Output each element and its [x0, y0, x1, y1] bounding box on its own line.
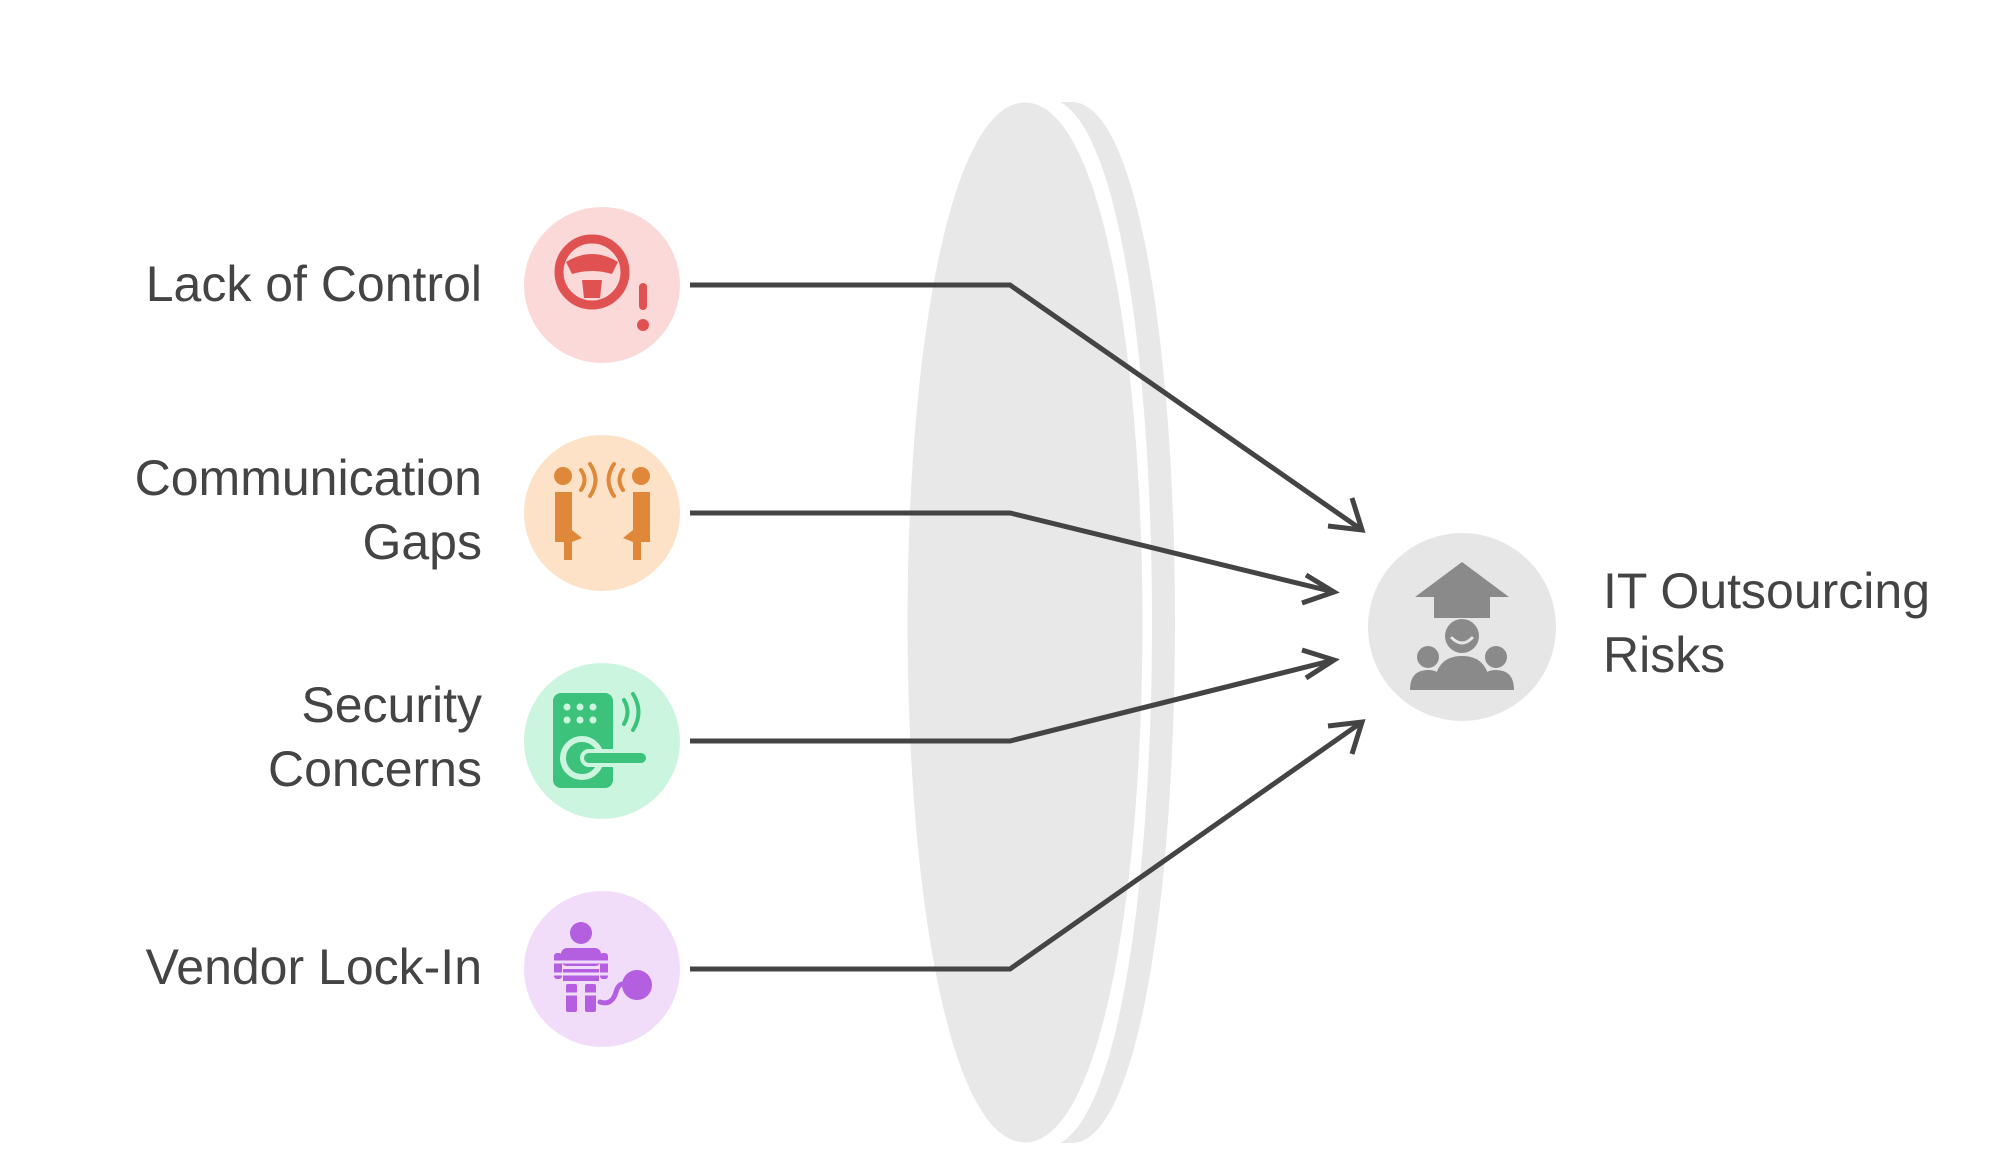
steering-wheel-alert-icon [554, 234, 649, 331]
label-communication-gaps-line-2: Gaps [362, 514, 482, 570]
label-vendor-lock-in: Vendor Lock-In [146, 935, 482, 999]
input-node-communication-gaps [520, 431, 684, 595]
lens-back [1044, 98, 1179, 1147]
label-it-outsourcing-risks-line-2: Risks [1603, 627, 1726, 683]
label-it-outsourcing-risks-line-1: IT Outsourcing [1603, 563, 1931, 619]
label-lack-of-control: Lack of Control [146, 252, 482, 316]
input-node-security-concerns [520, 659, 684, 823]
connector-security-concerns [690, 657, 1335, 744]
label-security-concerns-line-1: Security [301, 677, 482, 733]
arrowhead-vendor-lock-in [1327, 719, 1366, 755]
arrowhead-security-concerns [1301, 647, 1340, 681]
input-node-vendor-lock-in [520, 887, 684, 1051]
label-security-concerns-line-2: Concerns [268, 741, 482, 797]
team-under-house-icon [1410, 562, 1514, 690]
arrowhead-lack-of-control [1327, 497, 1366, 533]
input-node-lack-of-control [520, 203, 684, 367]
label-lack-of-control-line-1: Lack of Control [145, 256, 482, 312]
chained-person-icon [553, 922, 652, 1012]
label-security-concerns: Security Concerns [268, 673, 482, 801]
connector-vendor-lock-in [690, 719, 1364, 972]
smart-lock-icon [553, 692, 650, 788]
label-it-outsourcing-risks: IT Outsourcing Risks [1603, 559, 1930, 687]
label-communication-gaps: Communication Gaps [135, 446, 482, 574]
communication-gaps-circle [520, 431, 684, 595]
connector-communication-gaps [690, 510, 1335, 595]
lack-of-control-circle [520, 203, 684, 367]
label-vendor-lock-in-line-1: Vendor Lock-In [145, 939, 482, 995]
label-communication-gaps-line-1: Communication [134, 450, 482, 506]
arrowhead-communication-gaps [1301, 572, 1340, 606]
lens-front [902, 97, 1148, 1148]
connector-lack-of-control [690, 282, 1364, 533]
output-node-it-outsourcing-risks [1364, 529, 1560, 725]
lens-shape [902, 97, 1179, 1148]
connectors [690, 282, 1366, 972]
two-people-talking-icon [554, 462, 650, 560]
